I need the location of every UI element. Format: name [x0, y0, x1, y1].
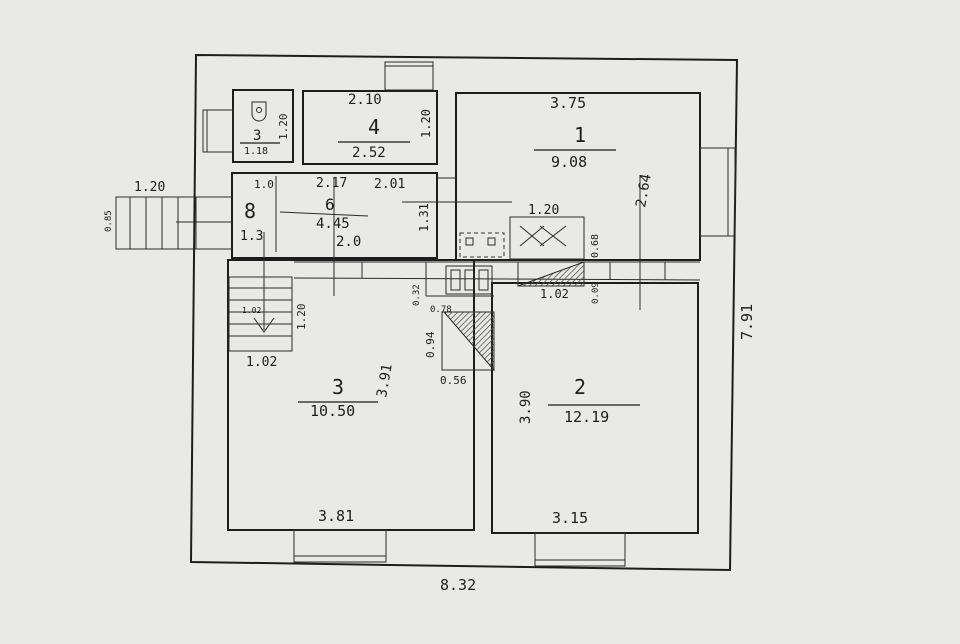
stair-depth: 1.20: [295, 304, 308, 331]
closet-b-depth: 0.09: [591, 282, 601, 304]
room-2-depth: 3.90: [518, 390, 534, 424]
room-6-width: 2.17: [316, 176, 347, 191]
outer-wall: [189, 53, 739, 572]
room-8-width: 1.0: [254, 178, 274, 191]
room-6-area: 4.45: [316, 216, 350, 232]
partition-line: [293, 277, 701, 281]
stove-icon: [509, 216, 585, 260]
toilet-icon: [251, 101, 267, 122]
room-1-depth: 2.64: [633, 173, 655, 209]
stair-width: 1.02: [246, 355, 277, 370]
dimension-line: [279, 211, 369, 217]
stair: [228, 232, 293, 352]
porch-width: 1.20: [134, 180, 165, 195]
chimney-top: 0.78: [430, 305, 452, 315]
room-3-depth: 3.91: [374, 363, 396, 399]
room-5-area: 1.18: [244, 146, 268, 157]
room-4-outline: [302, 90, 438, 165]
window-bottom-right: [534, 532, 626, 567]
room-4-depth: 1.20: [419, 109, 433, 138]
porch-steps: [115, 196, 232, 250]
room-6-width-b: 2.01: [374, 177, 405, 192]
porch-depth: 0.85: [104, 210, 114, 232]
room-5-depth: 1.20: [277, 114, 290, 141]
room-1-width: 3.75: [550, 94, 586, 112]
chimney-vents: [445, 265, 493, 295]
chimney-depth: 0.94: [424, 331, 437, 358]
closet-b-width: 1.02: [540, 287, 569, 301]
room-6-depth: 1.31: [417, 203, 431, 232]
room-3-area: 10.50: [310, 402, 355, 420]
room-2-width: 3.15: [552, 509, 588, 527]
room-2-number: 2: [574, 375, 586, 399]
room-1-area: 9.08: [551, 153, 587, 171]
chimney-side: 0.32: [412, 284, 422, 306]
closet-depth: 0.68: [590, 234, 601, 258]
window-top: [384, 61, 434, 91]
diagonal-closet: [517, 261, 585, 287]
room-6-number: 6: [325, 195, 335, 214]
room-5-number: 3: [253, 128, 261, 144]
overall-depth: 7.91: [738, 304, 756, 340]
chimney-width: 0.56: [440, 374, 467, 387]
room-2-area: 12.19: [564, 408, 609, 426]
room-4-number: 4: [368, 115, 380, 139]
stair-label: 1.02: [242, 306, 261, 315]
room-1-number: 1: [574, 123, 586, 147]
window-right: [699, 147, 736, 237]
chimney-hatched: [441, 311, 495, 372]
window-bottom-left: [293, 529, 387, 563]
dashed-fixture: [459, 232, 505, 258]
room-8-area: 1.3: [240, 229, 263, 244]
room-3-number: 3: [332, 375, 344, 399]
room-4-width: 2.10: [348, 92, 382, 108]
room-3-width: 3.81: [318, 507, 354, 525]
room-8-number: 8: [244, 199, 256, 223]
room-1-outline: [455, 92, 701, 261]
overall-width: 8.32: [440, 576, 476, 594]
room-6-extra: 2.0: [336, 234, 361, 250]
window-left: [202, 109, 234, 153]
room-4-area: 2.52: [352, 145, 386, 161]
closet-width: 1.20: [528, 203, 559, 218]
